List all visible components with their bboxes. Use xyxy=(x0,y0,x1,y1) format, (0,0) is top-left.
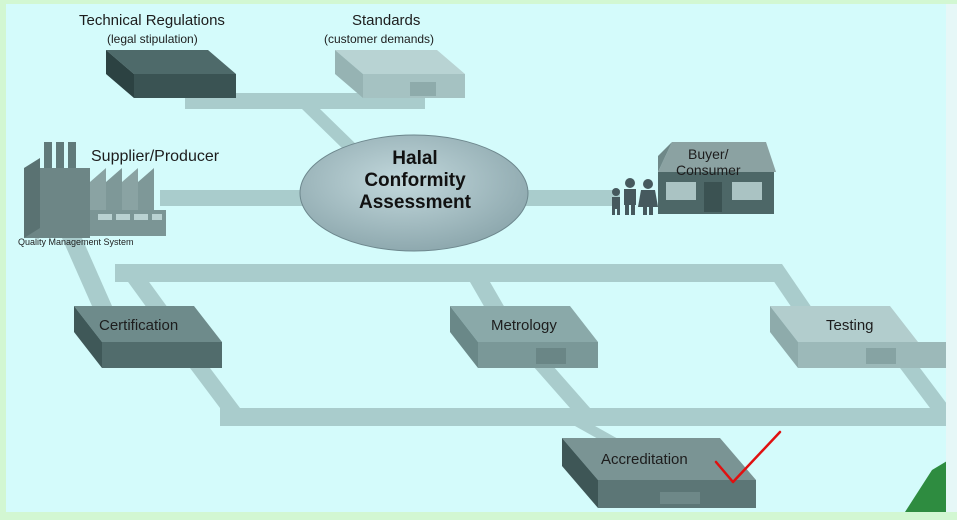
testing-label: Testing xyxy=(826,317,874,334)
technical-regulations-box xyxy=(106,50,236,98)
certification-box xyxy=(74,306,222,368)
path-top-diagonal xyxy=(302,109,360,148)
people-icon xyxy=(612,178,658,215)
connection-paths xyxy=(62,93,957,440)
certification-label: Certification xyxy=(99,317,179,334)
accreditation-box xyxy=(562,438,756,508)
path-upper-ring-right xyxy=(762,264,812,308)
testing-box xyxy=(770,306,950,368)
center-label-line1: Halal xyxy=(392,148,438,169)
standards-subtitle: (customer demands) xyxy=(324,32,435,46)
center-label: Halal Conformity Assessment xyxy=(300,148,530,214)
standards-title: Standards xyxy=(352,12,421,29)
path-lower-mid-diag xyxy=(533,366,590,408)
path-upper-ring-top xyxy=(115,264,775,282)
checkmark-icon xyxy=(714,430,782,484)
metrology-label: Metrology xyxy=(491,317,557,334)
buyer-label-line2: Consumer xyxy=(676,162,741,178)
buyer-label-line1: Buyer/ xyxy=(688,146,729,162)
edge-shape xyxy=(905,455,957,512)
accreditation-label: Accreditation xyxy=(601,451,688,468)
technical-regulations-title: Technical Regulations xyxy=(79,12,225,29)
path-lower-right-diag xyxy=(900,368,950,408)
edge-strip xyxy=(946,4,957,512)
path-accreditation-diag xyxy=(575,426,620,440)
path-lower-ring-bottom xyxy=(220,408,957,426)
metrology-box xyxy=(450,306,598,368)
path-supplier-down xyxy=(62,238,112,306)
quality-management-label: Quality Management System xyxy=(18,237,134,247)
center-ellipse xyxy=(299,134,529,252)
center-label-line3: Assessment xyxy=(359,192,471,213)
center-label-line2: Conformity xyxy=(364,170,466,191)
path-buyer-right xyxy=(520,190,620,206)
path-lower-left-diag xyxy=(190,368,240,408)
path-upper-ring-mid xyxy=(470,282,505,308)
house-icon xyxy=(658,142,776,214)
supplier-producer-label: Supplier/Producer xyxy=(91,148,220,165)
path-supplier-left xyxy=(160,190,310,206)
technical-regulations-subtitle: (legal stipulation) xyxy=(107,32,198,46)
standards-box xyxy=(335,50,465,98)
path-upper-ring-left xyxy=(115,264,168,308)
factory-icon xyxy=(24,142,166,238)
